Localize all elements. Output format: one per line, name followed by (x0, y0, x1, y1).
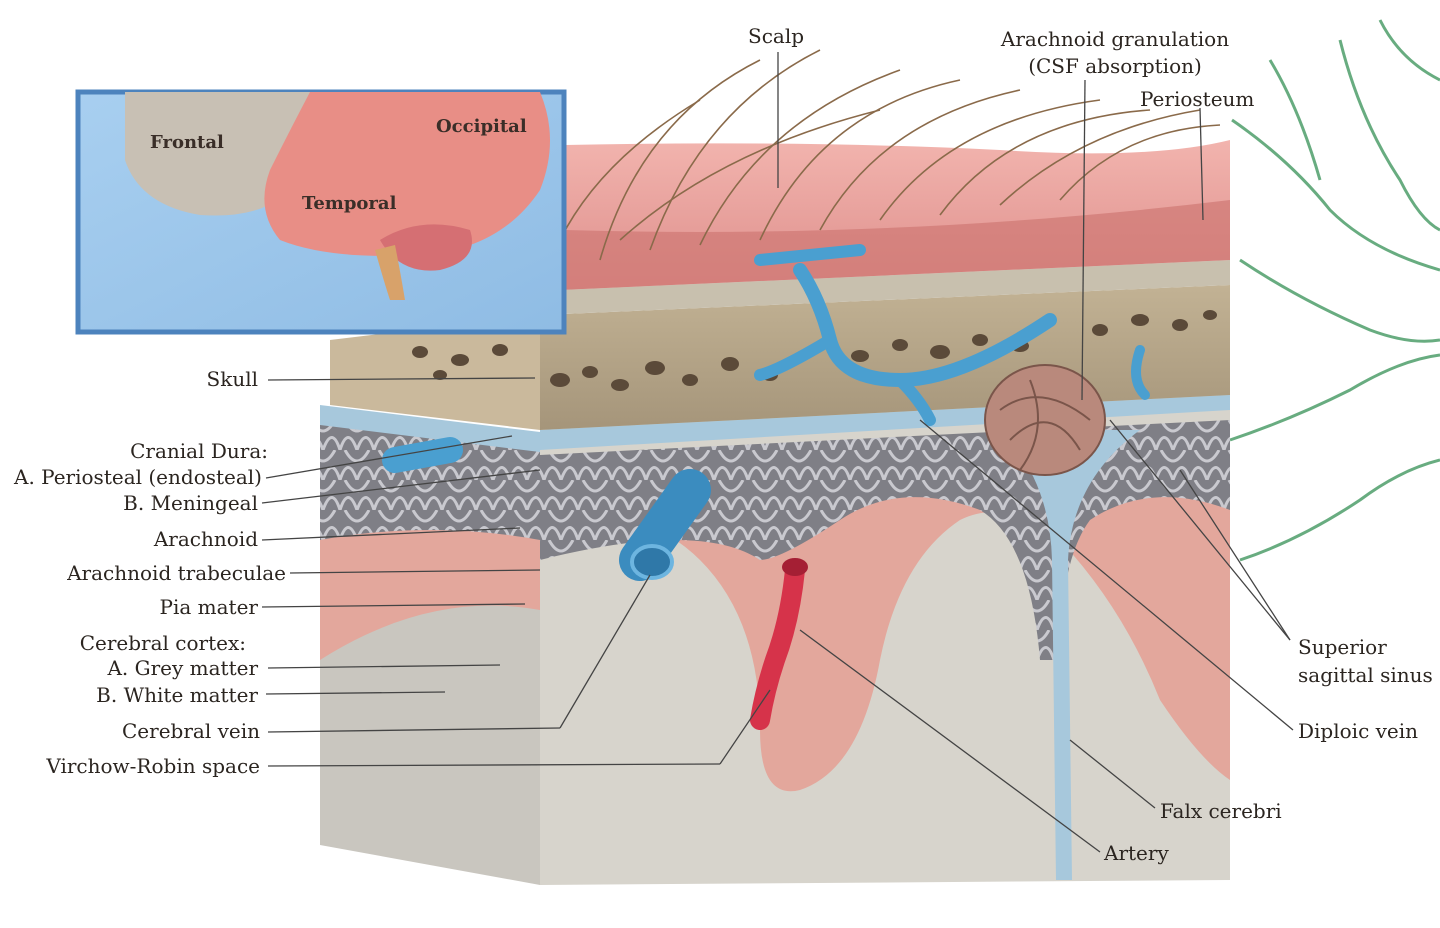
skull-diploe (412, 310, 1217, 391)
csf-absorption-label: (CSF absorption) (1028, 54, 1202, 78)
meningeal-label: B. Meningeal (123, 491, 258, 515)
temporal-occipital-lobes (264, 92, 550, 256)
artery-label: Artery (1104, 841, 1169, 865)
virchow-robin-label: Virchow-Robin space (46, 754, 260, 778)
temporal-label: Temporal (302, 193, 397, 214)
periosteum-label: Periosteum (1140, 87, 1255, 111)
scalp-label: Scalp (748, 24, 805, 48)
grey-matter-front (540, 470, 1230, 792)
occipital-label: Occipital (436, 116, 527, 137)
arachnoid-granulation (984, 364, 1106, 476)
periosteal-label: A. Periosteal (endosteal) (14, 465, 262, 489)
grey-matter-label: A. Grey matter (107, 656, 258, 680)
cerebral-vein-label: Cerebral vein (122, 719, 260, 743)
pia-mater-label: Pia mater (159, 595, 258, 619)
brain-lobes-inset (75, 89, 567, 335)
diploic-vein-label: Diploic vein (1298, 719, 1419, 743)
cerebral-vein (619, 469, 711, 581)
cerebral-cortex-label: Cerebral cortex: (79, 631, 246, 655)
frontal-label: Frontal (150, 132, 224, 153)
sagittal-sinus-label: sagittal sinus (1298, 663, 1433, 687)
left-face-vessel (382, 437, 463, 473)
leader-lines (261, 52, 1294, 853)
skull-label: Skull (206, 367, 259, 391)
arachnoid-label: Arachnoid (153, 527, 258, 551)
scalp-hair (559, 49, 1221, 261)
cranial-dura-label: Cranial Dura: (130, 439, 268, 463)
arachnoid-granulation-label: Arachnoid granulation (1000, 27, 1230, 51)
white-matter-label: B. White matter (96, 683, 258, 707)
falx-cerebri-label: Falx cerebri (1160, 799, 1282, 823)
falx-cerebri (1000, 430, 1140, 880)
superior-label: Superior (1298, 635, 1387, 659)
periosteum-layer (540, 260, 1230, 315)
background-neuron (1229, 19, 1440, 562)
arachnoid-trabeculae-left (320, 420, 540, 540)
arachnoid-trabeculae-label: Arachnoid trabeculae (67, 561, 286, 585)
diploic-vein-network (754, 244, 1150, 426)
